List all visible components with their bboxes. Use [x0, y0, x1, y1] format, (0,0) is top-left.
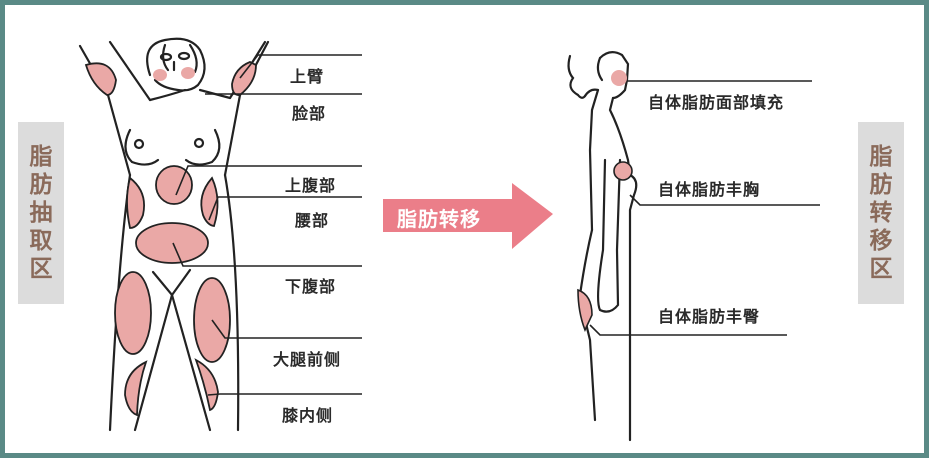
right-leader-lines	[589, 80, 820, 336]
face-fill-area	[611, 70, 627, 86]
extraction-zone-char: 脂	[29, 144, 53, 170]
extraction-zone-char: 肪	[29, 172, 53, 198]
upper-arm-fat-right	[231, 61, 257, 96]
extraction-zone-char: 区	[29, 256, 53, 282]
fat-extraction-areas	[84, 61, 257, 417]
breast-fill-area	[613, 161, 633, 181]
cheek-fat-right	[181, 67, 195, 79]
arrow-label: 脂肪转移	[397, 207, 481, 231]
thigh-fat-left	[114, 271, 152, 355]
label-front-thigh: 大腿前侧	[273, 350, 342, 369]
extraction-zone-char: 抽	[29, 200, 53, 226]
extraction-zone-char: 取	[29, 228, 53, 254]
label-waist: 腰部	[295, 211, 330, 230]
label-face-fill: 自体脂肪面部填充	[648, 93, 785, 112]
left-leader-lines	[172, 54, 362, 396]
transfer-zone-char: 肪	[869, 172, 893, 198]
waist-fat-left	[126, 176, 145, 229]
buttock-fill-area	[577, 288, 593, 333]
transfer-zone-char: 移	[869, 228, 893, 254]
upper-arm-fat-left	[84, 62, 117, 96]
label-upper-arm: 上臂	[290, 67, 325, 86]
label-face: 脸部	[292, 104, 327, 123]
label-breast-augmentation: 自体脂肪丰胸	[658, 180, 761, 199]
label-inner-knee: 膝内侧	[282, 406, 334, 425]
fat-transfer-arrow	[383, 183, 553, 249]
side-body-figure	[567, 51, 638, 442]
label-buttock-augmentation: 自体脂肪丰臀	[658, 307, 761, 326]
lower-abdomen-fat	[135, 222, 209, 264]
extraction-zone-label: 脂 肪 抽 取 区	[18, 122, 64, 304]
upper-abdomen-fat	[155, 165, 193, 205]
knee-fat-left	[124, 360, 148, 417]
transfer-zone-char: 转	[869, 200, 893, 226]
knee-fat-right	[194, 358, 219, 412]
fat-transfer-areas	[577, 70, 633, 333]
cheek-fat-left	[153, 69, 167, 81]
transfer-zone-char: 区	[869, 256, 893, 282]
label-upper-abdomen: 上腹部	[285, 176, 337, 195]
label-lower-abdomen: 下腹部	[285, 277, 337, 296]
transfer-zone-label: 脂 肪 转 移 区	[858, 122, 904, 304]
waist-fat-right	[200, 176, 219, 228]
transfer-zone-char: 脂	[869, 144, 893, 170]
